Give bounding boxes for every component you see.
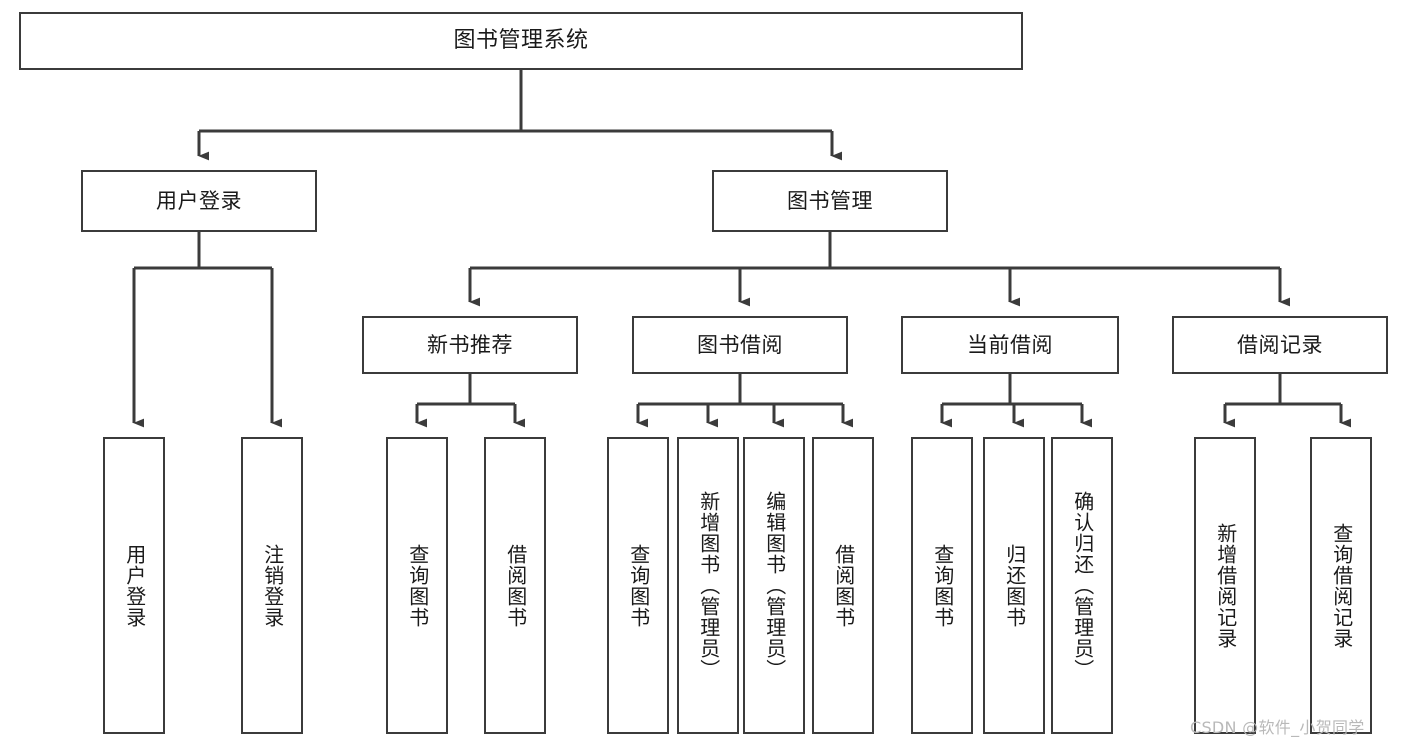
node-new-book-recommend-label: 新书推荐 [427, 332, 513, 357]
node-leaf-query-book-current-label: 查询图书 [930, 543, 955, 628]
node-current-borrow[interactable]: 当前借阅 [901, 316, 1119, 374]
node-leaf-add-borrow-record[interactable]: 新增借阅记录 [1194, 437, 1256, 734]
node-leaf-return-book-label: 归还图书 [1002, 543, 1027, 628]
node-book-borrow[interactable]: 图书借阅 [632, 316, 848, 374]
node-leaf-query-borrow-record[interactable]: 查询借阅记录 [1310, 437, 1372, 734]
node-current-borrow-label: 当前借阅 [967, 332, 1053, 357]
node-book-borrow-label: 图书借阅 [697, 332, 783, 357]
node-leaf-user-login-label: 用户登录 [122, 543, 147, 628]
node-leaf-edit-book-admin[interactable]: 编辑图书（管理员） [743, 437, 805, 734]
node-new-book-recommend[interactable]: 新书推荐 [362, 316, 578, 374]
node-leaf-logout-label: 注销登录 [260, 543, 285, 628]
node-leaf-borrow-book-recommend-label: 借阅图书 [503, 543, 528, 628]
node-leaf-add-borrow-record-label: 新增借阅记录 [1213, 522, 1238, 649]
node-root[interactable]: 图书管理系统 [19, 12, 1023, 70]
node-leaf-query-book-recommend[interactable]: 查询图书 [386, 437, 448, 734]
node-user-login-label: 用户登录 [156, 188, 242, 213]
node-borrow-record[interactable]: 借阅记录 [1172, 316, 1388, 374]
csdn-watermark: CSDN @软件_小贺同学 [1190, 718, 1365, 737]
node-leaf-borrow-book-label: 借阅图书 [831, 543, 856, 628]
node-leaf-query-book-current[interactable]: 查询图书 [911, 437, 973, 734]
node-leaf-confirm-return-admin[interactable]: 确认归还（管理员） [1051, 437, 1113, 734]
node-leaf-confirm-return-admin-label: 确认归还（管理员） [1070, 491, 1095, 680]
node-root-label: 图书管理系统 [453, 28, 589, 54]
node-leaf-query-book-recommend-label: 查询图书 [405, 543, 430, 628]
node-leaf-query-book-borrow[interactable]: 查询图书 [607, 437, 669, 734]
node-book-management[interactable]: 图书管理 [712, 170, 948, 232]
node-leaf-borrow-book[interactable]: 借阅图书 [812, 437, 874, 734]
node-leaf-query-book-borrow-label: 查询图书 [626, 543, 651, 628]
node-borrow-record-label: 借阅记录 [1237, 332, 1323, 357]
node-leaf-logout[interactable]: 注销登录 [241, 437, 303, 734]
node-book-management-label: 图书管理 [787, 188, 873, 213]
node-leaf-add-book-admin[interactable]: 新增图书（管理员） [677, 437, 739, 734]
node-leaf-query-borrow-record-label: 查询借阅记录 [1329, 522, 1354, 649]
node-user-login[interactable]: 用户登录 [81, 170, 317, 232]
node-leaf-add-book-admin-label: 新增图书（管理员） [696, 491, 721, 680]
node-leaf-borrow-book-recommend[interactable]: 借阅图书 [484, 437, 546, 734]
node-leaf-user-login[interactable]: 用户登录 [103, 437, 165, 734]
node-leaf-edit-book-admin-label: 编辑图书（管理员） [762, 491, 787, 680]
node-leaf-return-book[interactable]: 归还图书 [983, 437, 1045, 734]
